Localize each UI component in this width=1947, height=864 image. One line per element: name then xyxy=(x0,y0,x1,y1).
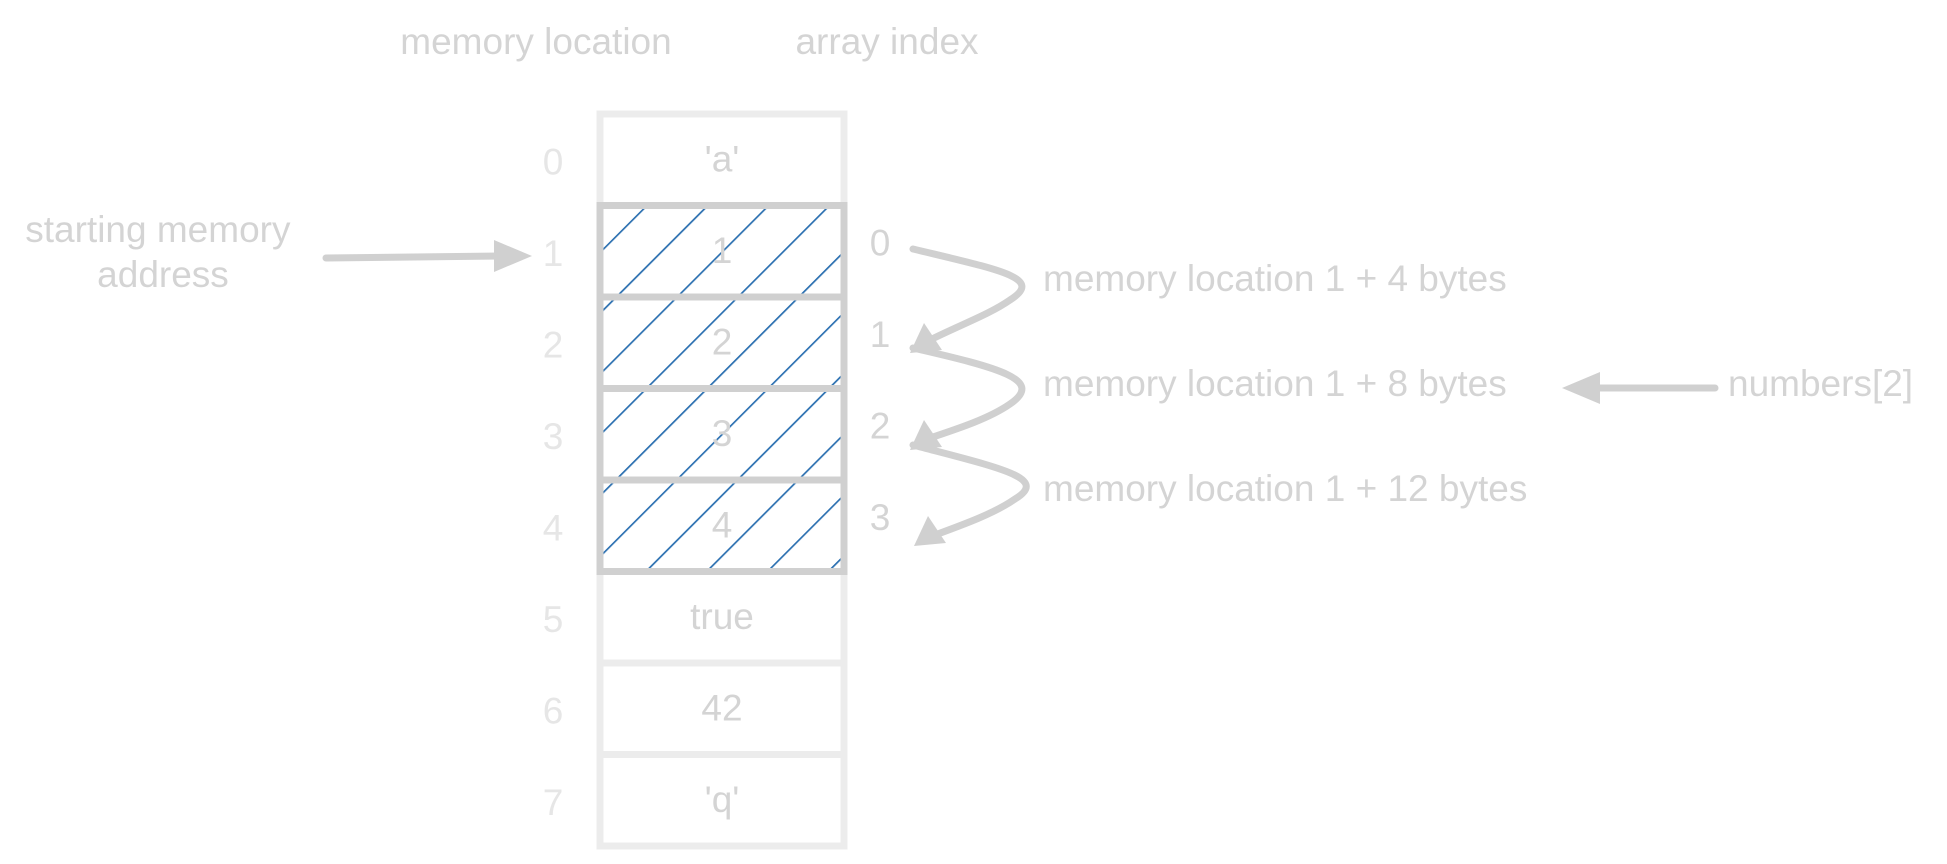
index-arrowheads xyxy=(910,323,946,546)
memory-address: 0 xyxy=(543,142,564,183)
offset-label: memory location 1 + 8 bytes xyxy=(1043,363,1507,404)
offset-label: memory location 1 + 12 bytes xyxy=(1043,468,1527,509)
array-element-cell: 22 xyxy=(543,293,848,392)
starting-address-line1: starting memory xyxy=(25,209,291,250)
memory-address: 2 xyxy=(543,325,564,366)
memory-cell: 42 6 xyxy=(543,659,848,758)
offset-label: memory location 1 + 4 bytes xyxy=(1043,258,1507,299)
cell-hatch xyxy=(603,300,841,386)
array-index: 0 xyxy=(870,222,891,263)
memory-address: 7 xyxy=(543,782,564,823)
array-index: 3 xyxy=(870,497,891,538)
memory-cell: 'a' 0 xyxy=(543,110,848,209)
array-indices: 0 1 2 3 xyxy=(870,222,891,538)
cell-value: 'a' xyxy=(705,139,740,180)
memory-address: 4 xyxy=(543,508,564,549)
access-arrowhead-icon xyxy=(1562,372,1600,404)
memory-cell: 'q' 7 xyxy=(543,751,848,850)
access-expression-label: numbers[2] xyxy=(1728,363,1913,404)
array-element-cell: 44 xyxy=(543,476,848,575)
cell-hatch xyxy=(603,483,841,569)
memory-address: 6 xyxy=(543,691,564,732)
start-arrowhead-icon xyxy=(494,240,532,272)
arrowhead-icon xyxy=(910,323,942,353)
memory-cell: true 5 xyxy=(543,568,848,667)
memory-address: 5 xyxy=(543,599,564,640)
array-index: 1 xyxy=(870,314,891,355)
starting-address-line2: address xyxy=(97,254,229,295)
curved-arrow-icon xyxy=(909,441,1030,539)
cell-hatch xyxy=(603,208,841,294)
cell-box xyxy=(596,659,848,758)
cell-value: 1 xyxy=(712,230,733,271)
arrowhead-icon xyxy=(910,420,942,450)
cell-box xyxy=(596,751,848,850)
array-element-cell: 11 xyxy=(543,202,848,301)
cell-value: 3 xyxy=(712,413,733,454)
start-arrow-shaft xyxy=(322,252,504,262)
array-index-header: array index xyxy=(795,21,979,62)
cell-value: 4 xyxy=(712,505,733,546)
cell-value: 42 xyxy=(701,688,742,729)
cell-value: 'q' xyxy=(705,779,740,820)
memory-address: 1 xyxy=(543,233,564,274)
cell-value: 2 xyxy=(712,322,733,363)
arrowhead-icon xyxy=(914,516,946,546)
starting-address-label: starting memory address xyxy=(25,209,301,295)
array-index: 2 xyxy=(870,405,891,446)
array-cell-border xyxy=(596,476,848,575)
memory-address: 3 xyxy=(543,416,564,457)
curved-arrow-icon xyxy=(909,344,1026,442)
cell-value: true xyxy=(690,596,754,637)
cell-hatch xyxy=(603,391,841,477)
memory-location-header: memory location xyxy=(400,21,671,62)
index-step-arrows xyxy=(909,245,1030,539)
array-element-cell: 33 xyxy=(543,385,848,484)
curved-arrow-icon xyxy=(909,245,1026,344)
